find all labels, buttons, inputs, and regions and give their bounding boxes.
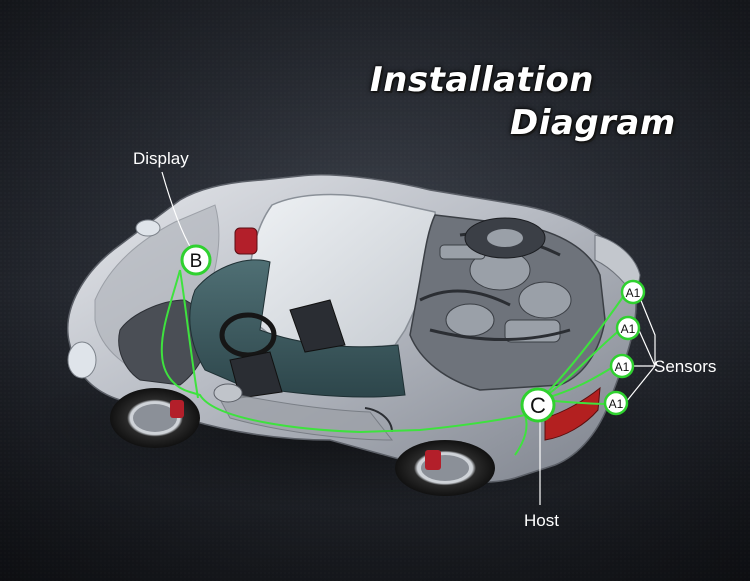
rear-wheel-top xyxy=(464,217,546,259)
title-line-1: Installation xyxy=(370,60,595,100)
display-unit-marker: B xyxy=(180,244,212,276)
display-unit-letter: B xyxy=(190,251,203,272)
door-panel xyxy=(214,389,394,441)
host-unit-letter: C xyxy=(530,393,546,418)
sensor-marker-1-label: A1 xyxy=(626,286,641,300)
sensor-marker-1: A1 xyxy=(620,279,646,305)
front-wheel xyxy=(110,388,200,448)
sensor-leader-line-1 xyxy=(639,297,656,366)
roof-glass xyxy=(248,193,437,348)
steering-wheel xyxy=(219,312,277,358)
side-mirror xyxy=(213,383,243,403)
rear-wheel xyxy=(395,440,495,496)
sensor-marker-2-label: A1 xyxy=(621,322,636,336)
display-label: Display xyxy=(133,149,189,168)
sensor-marker-2: A1 xyxy=(615,315,641,341)
sensor-marker-4-label: A1 xyxy=(609,397,624,411)
sensor-marker-3: A1 xyxy=(609,353,635,379)
title-line-2: Diagram xyxy=(510,103,676,143)
display-leader-line xyxy=(161,171,193,251)
passenger-seat xyxy=(229,351,283,399)
sensor-marker-3-label: A1 xyxy=(615,360,630,374)
sensor-marker-4: A1 xyxy=(603,390,629,416)
driver-seat xyxy=(289,299,346,353)
side-intake xyxy=(364,407,393,433)
tail-light xyxy=(544,386,601,441)
host-unit-marker: C xyxy=(520,387,556,423)
sensors-label: Sensors xyxy=(654,357,717,376)
sensor-leader-line-2 xyxy=(637,327,656,367)
front-brake-caliper xyxy=(234,227,258,255)
sensor-leader-line-4 xyxy=(625,365,656,403)
headlight xyxy=(67,341,97,379)
leader-lines xyxy=(161,171,656,505)
host-label: Host xyxy=(524,511,559,530)
headlight-rear-view xyxy=(135,219,161,237)
